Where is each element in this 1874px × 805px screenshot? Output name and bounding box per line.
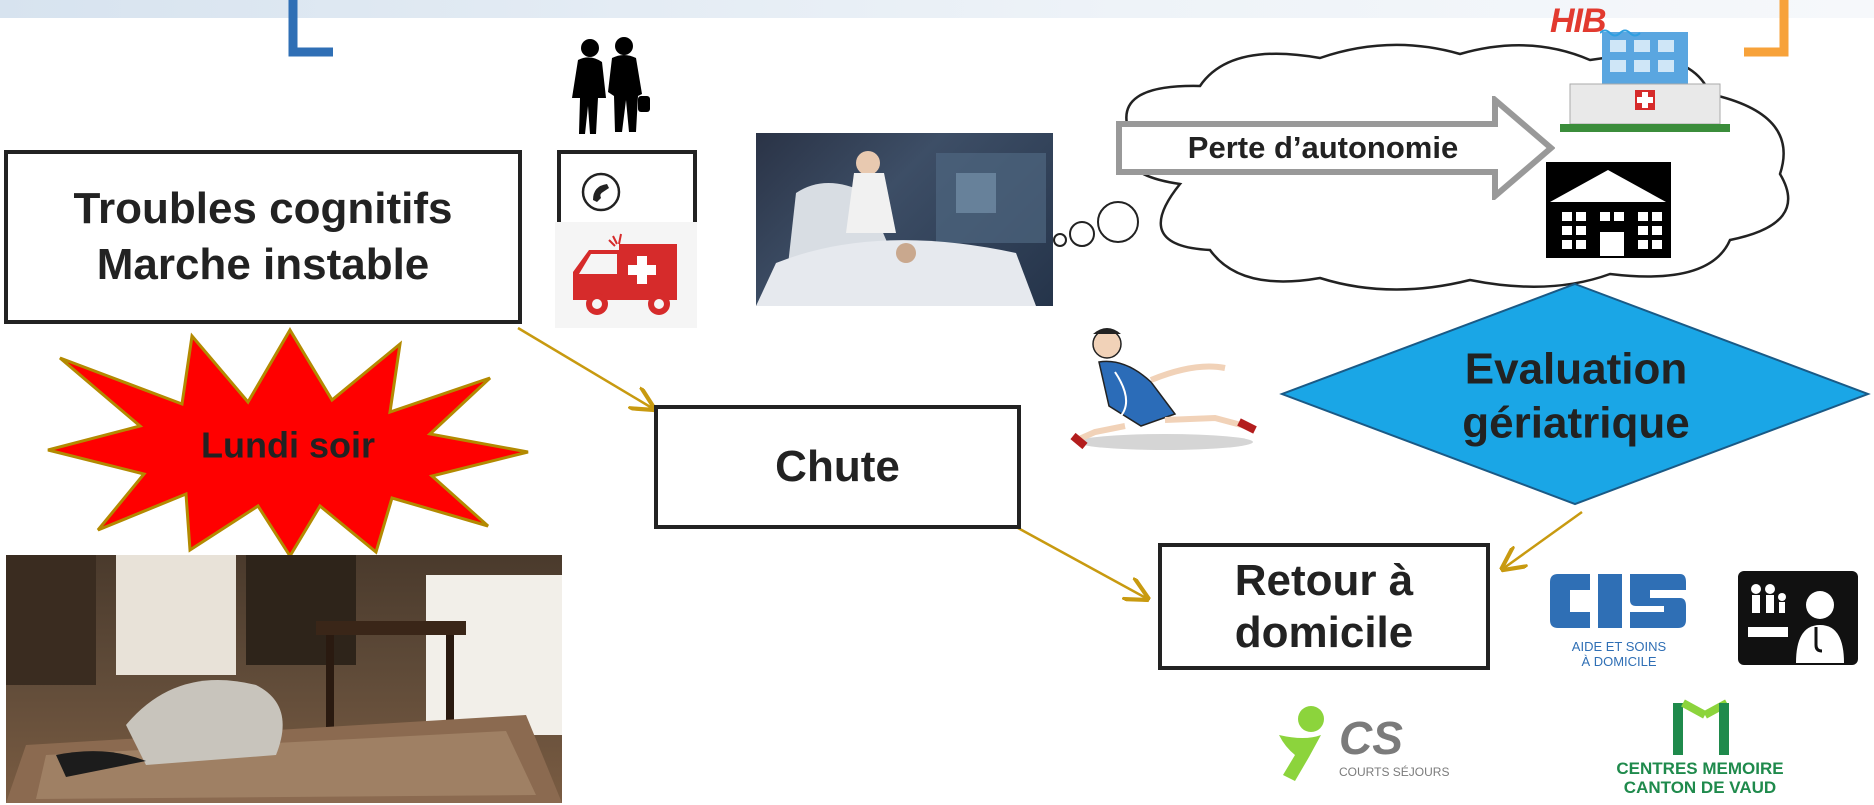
troubles-line-2: Marche instable bbox=[96, 240, 430, 289]
troubles-line-1: Troubles cognitifs bbox=[73, 184, 453, 233]
courts-sejours-figure-icon bbox=[1279, 706, 1324, 781]
nursing-home-icon bbox=[1546, 162, 1671, 258]
hib-waves-icon bbox=[1600, 29, 1641, 37]
elderly-couple-icon bbox=[572, 37, 650, 134]
courts-sejours-logo: CS COURTS SÉJOURS bbox=[1275, 705, 1475, 781]
courts-sejours-sub: COURTS SÉJOURS bbox=[1339, 765, 1450, 779]
hospital-building-icon bbox=[1560, 32, 1730, 132]
right-bracket-decoration bbox=[1744, 0, 1789, 57]
starburst: Lundi soir bbox=[47, 327, 529, 558]
starburst-label: Lundi soir bbox=[201, 425, 375, 466]
connector-troubles-to-chute bbox=[517, 326, 652, 408]
centres-memoire-icon bbox=[1673, 699, 1729, 755]
thought-bubbles bbox=[1053, 201, 1139, 247]
running-nurse-icon bbox=[1070, 328, 1257, 450]
hib-logo: HIB bbox=[1550, 2, 1607, 40]
hospital-room-photo bbox=[756, 133, 1053, 306]
perte-autonomie-arrow: Perte d’autonomie bbox=[1116, 96, 1555, 200]
phone-box bbox=[557, 150, 697, 226]
left-bracket-decoration bbox=[288, 0, 333, 57]
cms-logo: AIDE ET SOINS À DOMICILE bbox=[1546, 570, 1692, 669]
evaluation-line-1: Evaluation bbox=[1465, 345, 1688, 394]
connector-chute-to-retour bbox=[1017, 526, 1146, 598]
retour-line-2: domicile bbox=[1234, 607, 1414, 657]
centres-memoire-logo: CENTRES MEMOIRE CANTON DE VAUD bbox=[1580, 695, 1820, 803]
courts-sejours-cs: CS bbox=[1339, 712, 1403, 764]
cms-logo-line-1: AIDE ET SOINS bbox=[1571, 639, 1667, 654]
centres-memoire-line-1: CENTRES MEMOIRE bbox=[1616, 759, 1784, 778]
ambulance-icon bbox=[573, 233, 677, 315]
troubles-box: Troubles cognitifs Marche instable bbox=[4, 150, 522, 324]
perte-autonomie-label: Perte d’autonomie bbox=[1188, 130, 1458, 165]
evaluation-diamond: Evaluation gériatrique bbox=[1279, 282, 1871, 506]
evaluation-line-2: gériatrique bbox=[1462, 399, 1689, 448]
fallen-person-photo bbox=[6, 555, 562, 803]
phone-icon bbox=[581, 172, 621, 212]
cms-logo-line-2: À DOMICILE bbox=[1581, 654, 1657, 669]
centres-memoire-line-2: CANTON DE VAUD bbox=[1623, 778, 1777, 797]
connector-evaluation-to-retour bbox=[1504, 510, 1583, 568]
retour-line-1: Retour à bbox=[1234, 555, 1414, 605]
top-band bbox=[0, 0, 1874, 18]
chute-box: Chute bbox=[654, 405, 1021, 529]
chute-label: Chute bbox=[775, 442, 900, 491]
ambulance-image bbox=[555, 222, 697, 328]
family-doctor-icon bbox=[1738, 571, 1858, 665]
hospital-building-image: HIB bbox=[1550, 2, 1740, 137]
retour-domicile-box: Retour à domicile bbox=[1158, 543, 1490, 670]
cms-logo-icon bbox=[1550, 574, 1686, 628]
